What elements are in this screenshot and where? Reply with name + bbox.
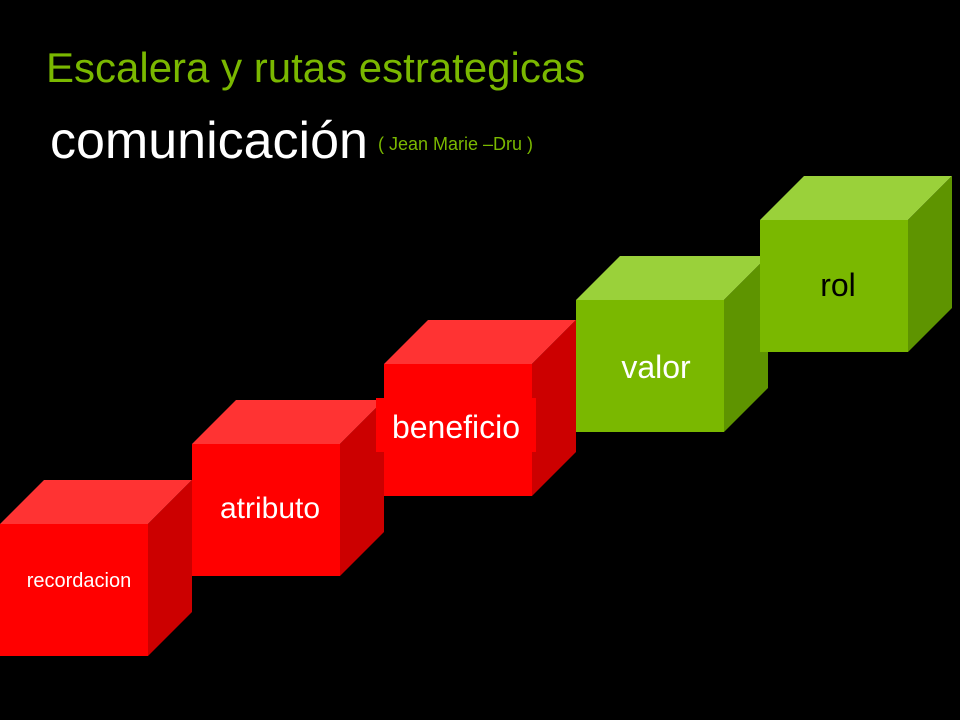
step-atributo-top	[192, 400, 384, 444]
slide-subtitle: comunicación ( Jean Marie –Dru )	[50, 110, 533, 175]
step-valor-label: valor	[621, 349, 691, 385]
step-beneficio: beneficio	[376, 320, 576, 496]
step-rol-top	[760, 176, 952, 220]
step-recordacion-top	[0, 480, 192, 524]
step-beneficio-side	[532, 320, 576, 496]
author-credit: ( Jean Marie –Dru )	[377, 134, 534, 154]
step-atributo-side	[340, 400, 384, 576]
step-beneficio-label: beneficio	[392, 409, 520, 445]
step-valor-side	[724, 256, 768, 432]
step-beneficio-label-box	[376, 398, 536, 452]
step-beneficio-top	[384, 320, 576, 364]
step-valor-front	[576, 300, 724, 432]
slide-title: Escalera y rutas estrategicas	[46, 44, 586, 91]
step-atributo-label: atributo	[220, 492, 320, 525]
step-valor: valor	[576, 256, 768, 432]
step-rol-front	[760, 220, 908, 352]
step-rol-side	[908, 176, 952, 352]
step-rol: rol	[760, 176, 952, 352]
step-recordacion-label: recordacion	[27, 570, 132, 592]
step-atributo: atributo	[192, 400, 384, 576]
step-recordacion: recordacion	[0, 480, 192, 656]
step-atributo-front	[192, 444, 340, 576]
step-recordacion-front	[0, 524, 148, 656]
step-recordacion-side	[148, 480, 192, 656]
step-rol-label: rol	[820, 267, 856, 303]
step-valor-top	[576, 256, 768, 300]
subtitle-text: comunicación	[50, 112, 368, 170]
